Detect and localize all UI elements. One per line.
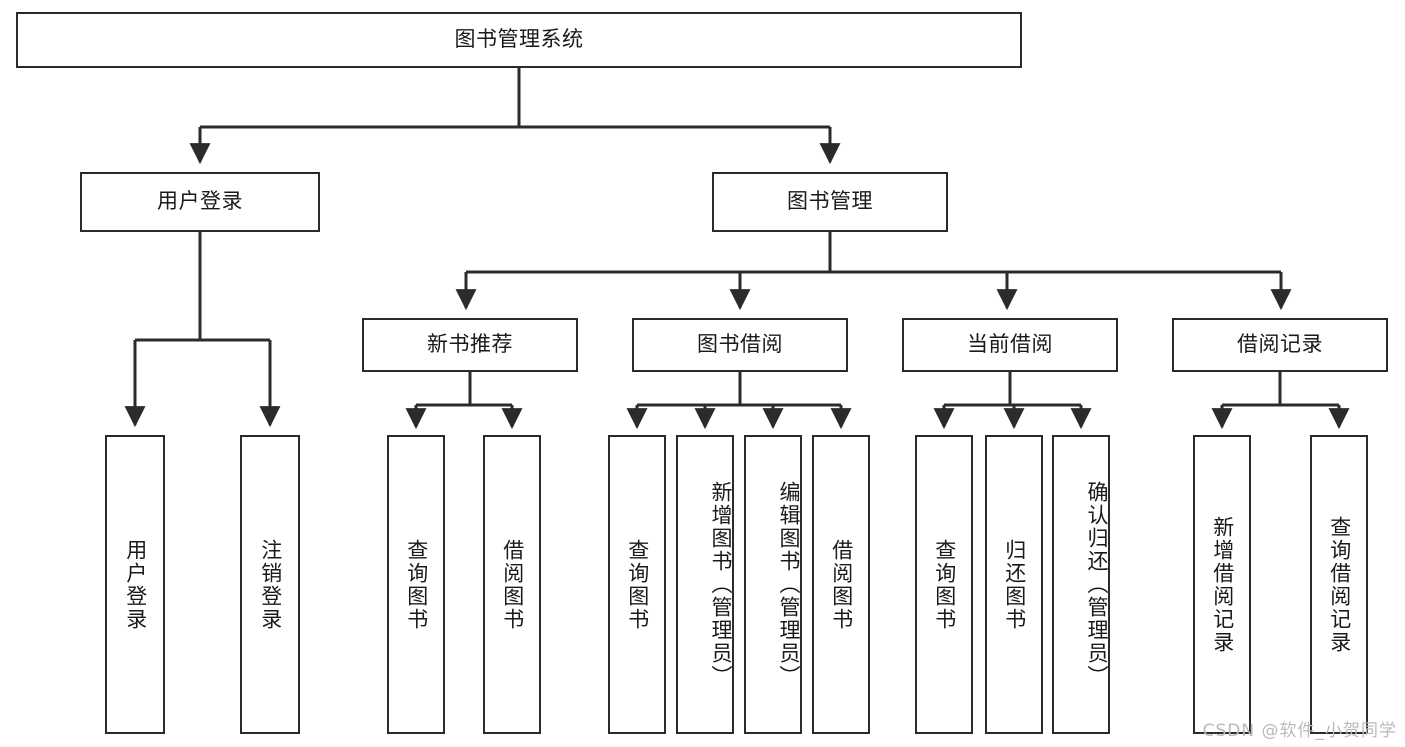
node-leaf-add-borrow-record[interactable]: 新增借阅记录 [1193, 435, 1251, 734]
node-leaf-borrow-book-borrow[interactable]: 借阅图书 [812, 435, 870, 734]
node-book-management-system[interactable]: 图书管理系统 [16, 12, 1022, 68]
node-label: 用户登录 [157, 189, 243, 214]
node-user-login[interactable]: 用户登录 [80, 172, 320, 232]
node-label: 查询借阅记录 [1327, 515, 1352, 654]
node-label: 归还图书 [1002, 538, 1027, 631]
node-label: 当前借阅 [967, 332, 1053, 357]
node-leaf-logout-login[interactable]: 注销登录 [240, 435, 300, 734]
node-leaf-query-book-borrow[interactable]: 查询图书 [608, 435, 666, 734]
node-label: 借阅图书 [500, 538, 525, 631]
node-label: 图书借阅 [697, 332, 783, 357]
node-new-book-recommend[interactable]: 新书推荐 [362, 318, 578, 372]
node-leaf-return-book[interactable]: 归还图书 [985, 435, 1043, 734]
node-leaf-edit-book-admin[interactable]: 编辑图书（管理员） [744, 435, 802, 734]
node-label: 注销登录 [258, 538, 283, 631]
node-label: 查询图书 [404, 538, 429, 631]
node-label: 图书管理系统 [454, 27, 584, 52]
node-book-management[interactable]: 图书管理 [712, 172, 948, 232]
node-label: 确认归还（管理员） [1085, 481, 1109, 688]
node-label: 借阅图书 [829, 538, 854, 631]
node-leaf-query-book-recommend[interactable]: 查询图书 [387, 435, 445, 734]
node-current-borrow[interactable]: 当前借阅 [902, 318, 1118, 372]
watermark-text: CSDN @软件_小贺同学 [1202, 721, 1397, 741]
node-leaf-borrow-book-recommend[interactable]: 借阅图书 [483, 435, 541, 734]
node-label: 编辑图书（管理员） [777, 481, 801, 688]
node-leaf-query-borrow-record[interactable]: 查询借阅记录 [1310, 435, 1368, 734]
node-label: 新增图书（管理员） [709, 481, 733, 688]
node-label: 新书推荐 [427, 332, 513, 357]
node-label: 查询图书 [932, 538, 957, 631]
node-label: 查询图书 [625, 538, 650, 631]
node-label: 用户登录 [123, 538, 148, 631]
node-leaf-add-book-admin[interactable]: 新增图书（管理员） [676, 435, 734, 734]
node-label: 借阅记录 [1237, 332, 1323, 357]
node-borrow-record[interactable]: 借阅记录 [1172, 318, 1388, 372]
node-label: 图书管理 [787, 189, 873, 214]
node-book-borrow[interactable]: 图书借阅 [632, 318, 848, 372]
node-leaf-query-book-current[interactable]: 查询图书 [915, 435, 973, 734]
node-label: 新增借阅记录 [1210, 515, 1235, 654]
node-leaf-confirm-return-admin[interactable]: 确认归还（管理员） [1052, 435, 1110, 734]
node-leaf-user-login[interactable]: 用户登录 [105, 435, 165, 734]
